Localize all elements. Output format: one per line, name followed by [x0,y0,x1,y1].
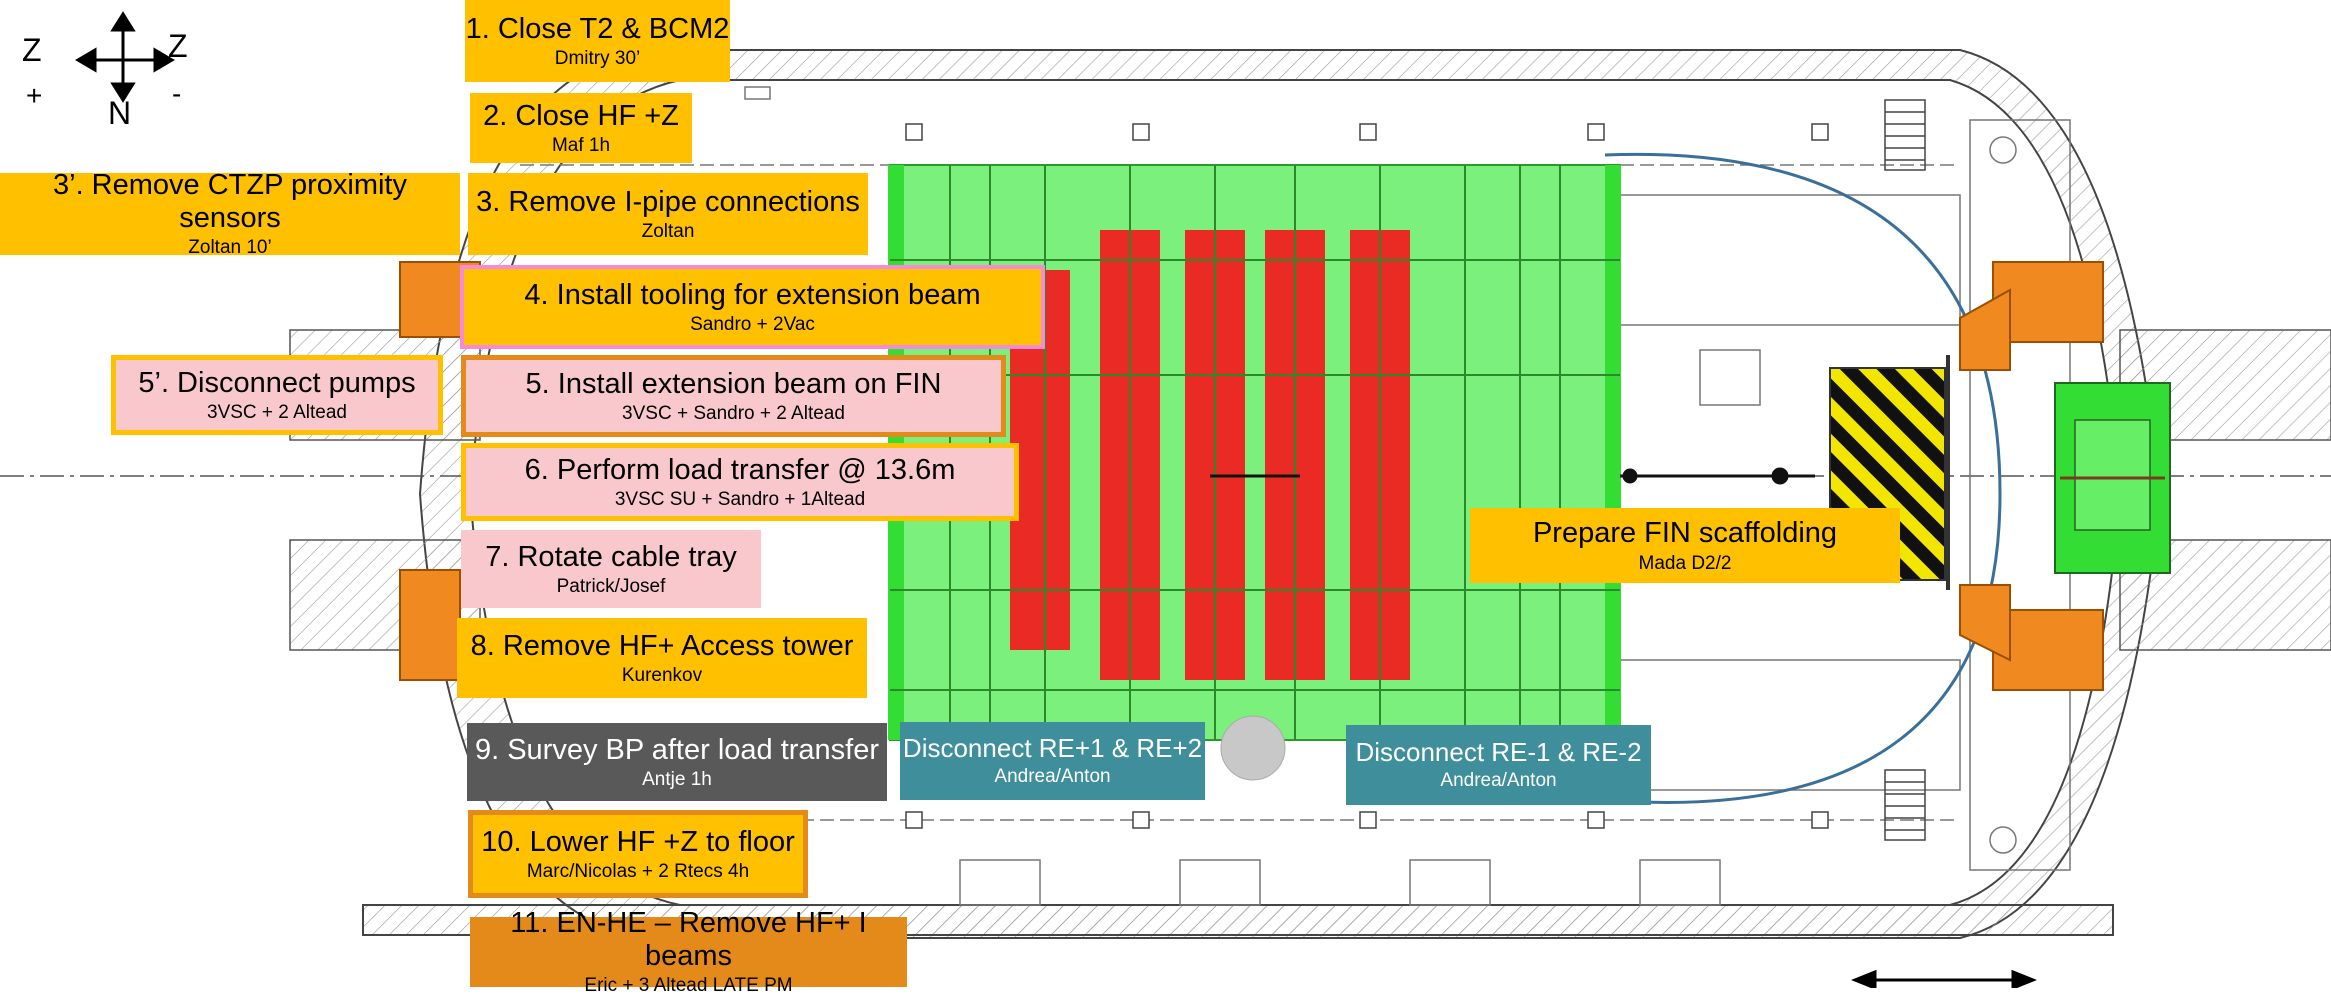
task-subtitle: Zoltan 10’ [188,237,272,259]
task-subtitle: Patrick/Josef [556,576,666,598]
h-markers [905,123,1829,829]
task-title: 9. Survey BP after load transfer [474,733,880,766]
task-subtitle: 3VSC SU + Sandro + 1Altead [614,489,866,511]
task-title: 3’. Remove CTZP proximity sensors [53,169,407,234]
task-remove-ipipe: 3. Remove I-pipe connections Zoltan [468,173,868,255]
task-load-transfer: 6. Perform load transfer @ 13.6m 3VSC SU… [461,443,1019,521]
task-prepare-fin: Prepare FIN scaffolding Mada D2/2 [1470,508,1900,583]
task-title: 7. Rotate cable tray [485,540,737,573]
task-title: Prepare FIN scaffolding [1532,517,1838,550]
task-subtitle: Antje 1h [642,769,712,791]
compass-z-minus-label: Z [168,28,188,64]
task-title: 5. Install extension beam on FIN [525,367,942,400]
task-remove-ctzp-sensors: 3’. Remove CTZP proximity sensors Zoltan… [0,169,460,259]
compass-north-label: N [108,95,132,131]
task-title: 3. Remove I-pipe connections [476,185,860,218]
task-subtitle: Marc/Nicolas + 2 Rtecs 4h [526,861,750,883]
task-subtitle: Zoltan [641,221,695,243]
task-subtitle: Eric + 3 Altead LATE PM [584,975,793,997]
task-title: 1. Close T2 & BCM2 [465,12,730,45]
scale-arrow [1850,969,2038,988]
task-subtitle: Sandro + 2Vac [690,314,815,336]
task-title: Disconnect RE+1 & RE+2 [902,733,1203,764]
task-subtitle: Kurenkov [621,665,703,687]
compass-z-plus-label: Z [22,32,42,68]
task-install-tooling: 4. Install tooling for extension beam Sa… [460,265,1045,349]
detector-body [888,164,1621,781]
compass-minus-sign: - [172,78,182,109]
task-title: 2. Close HF +Z [483,99,679,132]
task-subtitle: 3VSC + Sandro + 2 Altead [622,403,845,425]
compass-arrows [75,11,175,103]
task-subtitle: Andrea/Anton [994,766,1111,788]
task-title: 8. Remove HF+ Access tower [470,629,854,662]
task-title: Disconnect RE-1 & RE-2 [1355,737,1642,768]
task-subtitle: Mada D2/2 [1638,552,1732,574]
task-remove-access-tower: 8. Remove HF+ Access tower Kurenkov [457,618,867,698]
task-disconnect-pumps: 5’. Disconnect pumps 3VSC + 2 Altead [111,355,443,435]
task-survey-bp: 9. Survey BP after load transfer Antje 1… [467,723,887,801]
task-install-extension-beam: 5. Install extension beam on FIN 3VSC + … [461,355,1006,437]
task-close-t2-bcm2: 1. Close T2 & BCM2 Dmitry 30’ [465,0,730,82]
task-title: 10. Lower HF +Z to floor [481,825,795,858]
hf-plus-block [2054,382,2171,574]
compass-plus-sign: + [26,80,43,111]
task-title: 5’. Disconnect pumps [138,366,416,399]
task-disconnect-re-plus: Disconnect RE+1 & RE+2 Andrea/Anton [900,722,1205,800]
rotation-circle [1604,152,2002,804]
task-disconnect-re-minus: Disconnect RE-1 & RE-2 Andrea/Anton [1346,725,1651,805]
task-title: 6. Perform load transfer @ 13.6m [524,453,956,486]
task-subtitle: Andrea/Anton [1440,770,1557,792]
task-remove-ibeams: 11. EN-HE – Remove HF+ I beams Eric + 3 … [470,907,907,996]
beam-pipe [1620,467,1815,485]
task-lower-hf: 10. Lower HF +Z to floor Marc/Nicolas + … [468,810,808,898]
task-rotate-cable-tray: 7. Rotate cable tray Patrick/Josef [461,530,761,608]
task-title: 4. Install tooling for extension beam [524,278,981,311]
task-subtitle: Maf 1h [551,135,611,157]
task-subtitle: Dmitry 30’ [554,48,641,70]
stairs [1884,99,1926,841]
task-subtitle: 3VSC + 2 Altead [207,402,347,424]
task-title: 11. EN-HE – Remove HF+ I beams [510,907,867,972]
task-close-hf-z: 2. Close HF +Z Maf 1h [470,93,692,163]
